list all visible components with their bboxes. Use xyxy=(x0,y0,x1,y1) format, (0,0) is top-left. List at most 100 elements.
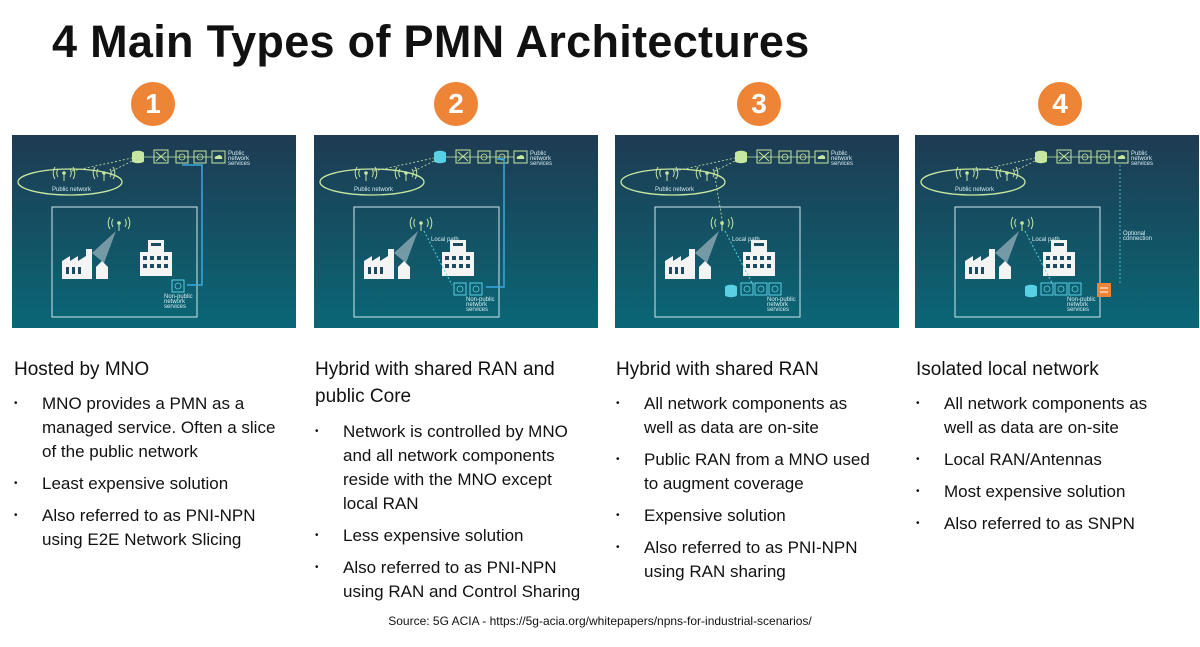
backhaul-line xyxy=(714,159,738,172)
beam-shape xyxy=(394,231,418,263)
bullet-line: using RAN sharing xyxy=(644,562,786,581)
server-icon xyxy=(1068,282,1082,296)
diagram-label-non-public-services: Non-public xyxy=(164,294,193,300)
bullet-dot: • xyxy=(616,454,620,465)
bullet-line: Least expensive solution xyxy=(42,474,229,493)
bullet-dot: • xyxy=(916,486,920,497)
bullet-line: Most expensive solution xyxy=(944,482,1126,501)
diagram-background xyxy=(615,135,899,328)
bullet-line: of the public network xyxy=(42,442,198,461)
firewall-icon xyxy=(1097,283,1111,297)
bullet-list-3: • All network components as well as data… xyxy=(616,392,870,592)
page-title: 4 Main Types of PMN Architectures xyxy=(52,16,810,67)
bullet-line: managed service. Often a slice xyxy=(42,418,276,437)
bullet-line: Also referred to as PNI-NPN xyxy=(644,538,858,557)
diagram-label-local-path: Local path xyxy=(1032,237,1060,243)
diagram-label-optional-connection: Optional xyxy=(1123,231,1145,237)
bullet-line: and all network components xyxy=(343,446,555,465)
bullet-line: using RAN and Control Sharing xyxy=(343,582,581,601)
local-site-box xyxy=(654,206,801,318)
antenna-icon xyxy=(655,166,679,181)
bullet-dot: • xyxy=(14,398,18,409)
bullet-line: local RAN xyxy=(343,494,419,513)
bullet-line: Also referred to as PNI-NPN xyxy=(343,558,557,577)
backhaul-line xyxy=(1014,159,1038,172)
bullet-dot: • xyxy=(14,478,18,489)
diagram-label-public-network: Public network xyxy=(52,187,92,193)
bullet-dot: • xyxy=(14,510,18,521)
column-heading-2: Hybrid with shared RAN and public Core xyxy=(315,356,555,410)
bullet-dot: • xyxy=(315,562,319,573)
diagram-label-public-services: Public xyxy=(831,151,847,157)
diagram-background xyxy=(314,135,598,328)
number-badge-3: 3 xyxy=(737,82,781,126)
server-icon xyxy=(453,282,467,296)
diagram-label-non-public-services: network xyxy=(1067,302,1089,308)
diagram-label-public-services: network xyxy=(530,156,552,162)
server-icon xyxy=(469,282,483,296)
diagram-label-non-public-services: services xyxy=(767,307,789,313)
antenna-icon xyxy=(955,166,979,181)
diagram-label-public-services: Public xyxy=(530,151,546,157)
antenna-icon xyxy=(354,166,378,181)
dedicated-link-line xyxy=(187,164,203,286)
bullet-line: Local RAN/Antennas xyxy=(944,450,1102,469)
beam-shape xyxy=(995,231,1019,263)
diagram-label-public-services: services xyxy=(831,161,853,167)
heading-line: Hosted by MNO xyxy=(14,359,150,380)
database-icon xyxy=(725,284,737,298)
server-icon xyxy=(740,282,754,296)
antenna-icon xyxy=(1010,216,1034,231)
diagram-label-public-network: Public network xyxy=(655,187,695,193)
bullet-list-1: • MNO provides a PMN as a managed servic… xyxy=(14,392,275,560)
diagram-background xyxy=(915,135,1199,328)
bullet-list-2: • Network is controlled by MNO and all n… xyxy=(315,420,580,612)
bullet-line: All network components as xyxy=(944,394,1148,413)
diagram-label-non-public-services: services xyxy=(466,307,488,313)
antenna-icon xyxy=(995,166,1019,181)
diagram-background xyxy=(12,135,296,328)
office-building-icon xyxy=(442,240,474,276)
office-building-icon xyxy=(743,240,775,276)
diagram-label-public-services: Public xyxy=(228,151,244,157)
database-icon xyxy=(1035,150,1047,164)
bullet-dot: • xyxy=(916,454,920,465)
beam-shape xyxy=(695,231,719,263)
diagram-label-non-public-services: network xyxy=(466,302,488,308)
database-icon xyxy=(735,150,747,164)
bullet-dot: • xyxy=(916,518,920,529)
server-icon xyxy=(1054,282,1068,296)
switch-icon xyxy=(153,149,169,164)
factory-icon xyxy=(965,249,1011,279)
backhaul-line xyxy=(413,159,437,172)
bullet-dot: • xyxy=(315,426,319,437)
diagram-label-non-public-services: network xyxy=(767,302,789,308)
bullet-item: • Also referred to as PNI-NPN using RAN … xyxy=(315,556,580,604)
bullet-line: reside with the MNO except xyxy=(343,470,552,489)
bullet-line: Also referred to as PNI-NPN xyxy=(42,506,256,525)
bullet-line: well as data are on-site xyxy=(944,418,1119,437)
bullet-line: using E2E Network Slicing xyxy=(42,530,242,549)
diagram-label-non-public-services: services xyxy=(1067,307,1089,313)
database-icon xyxy=(434,150,446,164)
bullet-line: Network is controlled by MNO xyxy=(343,422,568,441)
number-badge-4: 4 xyxy=(1038,82,1082,126)
switch-icon xyxy=(455,149,471,164)
diagram-label-public-services: network xyxy=(228,156,250,162)
diagram-label-public-services: services xyxy=(530,161,552,167)
bullet-item: • Also referred to as PNI-NPN using E2E … xyxy=(14,504,275,552)
local-site-box xyxy=(353,206,500,318)
office-building-icon xyxy=(1043,240,1075,276)
column-heading-4: Isolated local network xyxy=(916,356,1099,383)
office-building-icon xyxy=(140,240,172,276)
